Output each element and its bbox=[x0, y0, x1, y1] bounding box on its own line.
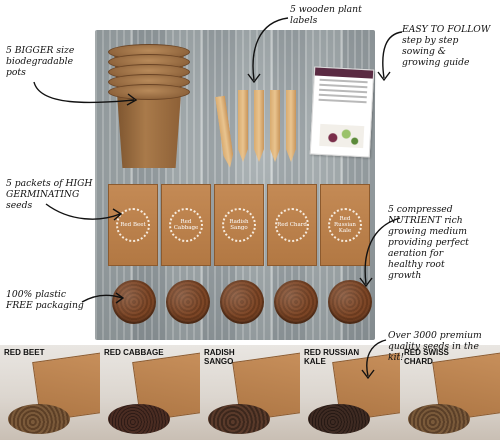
tile-label: RED CABBAGE bbox=[104, 348, 164, 357]
callout-seeds: 5 packets of HIGH GERMINATING seeds bbox=[6, 178, 92, 211]
callout-line: labels bbox=[290, 15, 318, 26]
callout-line: pots bbox=[6, 67, 26, 78]
tile-label-line: RED SWISS bbox=[404, 348, 449, 357]
arrow-icon bbox=[247, 17, 289, 84]
seed-tile-red-beet: RED BEET bbox=[0, 345, 100, 440]
packet-emblem: Red Beet bbox=[116, 208, 150, 242]
tile-label-line: RED BEET bbox=[4, 348, 45, 357]
soil-disc bbox=[166, 280, 210, 324]
callout-line: EASY TO FOLLOW bbox=[402, 24, 491, 35]
callout-line: 5 BIGGER size bbox=[6, 45, 75, 56]
callout-line: biodegradable bbox=[6, 56, 74, 67]
packet-emblem: Radish Sango bbox=[222, 208, 256, 242]
wooden-plant-labels bbox=[220, 90, 300, 165]
soil-disc bbox=[328, 280, 372, 324]
seed-packet: Red Chard bbox=[267, 184, 317, 266]
callout-line: kit! bbox=[388, 352, 404, 363]
packet-name: Red Russian Kale bbox=[334, 216, 356, 234]
callout-line: seeds bbox=[6, 200, 33, 211]
peat-pot-rim bbox=[108, 84, 190, 100]
callout-line: healthy root bbox=[388, 259, 445, 270]
guide-text-line bbox=[319, 83, 368, 89]
wooden-label bbox=[270, 90, 280, 162]
seed-packet: Red Beet bbox=[108, 184, 158, 266]
tile-label: RED RUSSIAN KALE bbox=[304, 348, 359, 366]
growing-guide-card bbox=[309, 66, 375, 158]
callout-packaging: 100% plastic FREE packaging bbox=[6, 289, 84, 311]
callout-line: sowing & bbox=[402, 46, 446, 57]
wooden-label bbox=[254, 90, 264, 162]
seed-pile bbox=[408, 404, 470, 434]
callout-line: 100% plastic bbox=[6, 289, 66, 300]
tile-label: RADISH SANGO bbox=[204, 348, 235, 366]
callout-pots: 5 BIGGER size biodegradable pots bbox=[6, 45, 74, 78]
tile-label: RED SWISS CHARD bbox=[404, 348, 449, 366]
packet-name: Red Chard bbox=[277, 222, 307, 228]
tile-label-line: KALE bbox=[304, 357, 326, 366]
tile-label-line: RED CABBAGE bbox=[104, 348, 164, 357]
callout-nutrient: 5 compressed NUTRIENT rich growing mediu… bbox=[388, 204, 469, 281]
tile-label-line: RADISH bbox=[204, 348, 235, 357]
soil-discs bbox=[112, 280, 376, 330]
arrow-icon bbox=[361, 339, 387, 380]
arrow-icon bbox=[33, 81, 138, 106]
peat-pots-stack bbox=[108, 44, 190, 172]
seed-packet: Radish Sango bbox=[214, 184, 264, 266]
callout-labels: 5 wooden plant labels bbox=[290, 4, 362, 26]
packet-name: Red Cabbage bbox=[173, 219, 199, 231]
arrow-icon bbox=[359, 217, 401, 288]
soil-disc bbox=[220, 280, 264, 324]
guide-sprouts-photo bbox=[319, 123, 365, 149]
tile-label-line: SANGO bbox=[204, 357, 234, 366]
callout-line: growing guide bbox=[402, 57, 470, 68]
guide-text-line bbox=[318, 98, 367, 104]
packet-emblem: Red Chard bbox=[275, 208, 309, 242]
callout-line: growing medium bbox=[388, 226, 467, 237]
wooden-label bbox=[238, 90, 248, 162]
seed-pile bbox=[208, 404, 270, 434]
seed-tile-red-russian-kale: RED RUSSIAN KALE bbox=[300, 345, 400, 440]
seed-tile-radish-sango: RADISH SANGO bbox=[200, 345, 300, 440]
seed-pile bbox=[8, 404, 70, 434]
guide-text-line bbox=[319, 88, 368, 94]
packet-name: Red Beet bbox=[120, 222, 146, 228]
guide-text-line bbox=[319, 78, 368, 84]
callout-line: 5 packets of HIGH bbox=[6, 178, 93, 189]
packet-emblem: Red Russian Kale bbox=[328, 208, 362, 242]
tile-label: RED BEET bbox=[4, 348, 44, 357]
callout-line: aeration for bbox=[388, 248, 444, 259]
seed-packet: Red Russian Kale bbox=[320, 184, 370, 266]
tile-label-line: RED RUSSIAN bbox=[304, 348, 360, 357]
callout-line: quality seeds in the bbox=[388, 341, 479, 352]
soil-disc bbox=[274, 280, 318, 324]
seed-packet: Red Cabbage bbox=[161, 184, 211, 266]
soil-disc bbox=[112, 280, 156, 324]
callout-line: Over 3000 premium bbox=[388, 330, 482, 341]
wooden-label bbox=[286, 90, 296, 162]
callout-line: step by step bbox=[402, 35, 459, 46]
callout-line: FREE packaging bbox=[6, 300, 84, 311]
packet-emblem: Red Cabbage bbox=[169, 208, 203, 242]
packet-name: Radish Sango bbox=[229, 219, 249, 231]
seed-packets: Red Beet Red Cabbage Radish Sango Red Ch… bbox=[108, 184, 372, 268]
callout-line: 5 wooden plant bbox=[290, 4, 362, 15]
callout-guide: EASY TO FOLLOW step by step sowing & gro… bbox=[402, 24, 490, 68]
guide-text-line bbox=[318, 93, 367, 99]
callout-line: providing perfect bbox=[388, 237, 469, 248]
arrow-icon bbox=[45, 203, 123, 221]
seed-closeup-strip: RED BEET RED CABBAGE RADISH SANGO RED RU… bbox=[0, 345, 500, 440]
seed-tile-red-swiss-chard: RED SWISS CHARD bbox=[400, 345, 500, 440]
arrow-icon bbox=[377, 31, 403, 82]
tile-label-line: CHARD bbox=[404, 357, 433, 366]
callout-line: growth bbox=[388, 270, 422, 281]
seed-tile-red-cabbage: RED CABBAGE bbox=[100, 345, 200, 440]
callout-line: NUTRIENT rich bbox=[388, 215, 463, 226]
callout-premium: Over 3000 premium quality seeds in the k… bbox=[388, 330, 482, 363]
guide-header-band bbox=[314, 67, 374, 79]
seed-pile bbox=[308, 404, 370, 434]
arrow-icon bbox=[81, 292, 125, 304]
callout-line: GERMINATING bbox=[6, 189, 80, 200]
seed-pile bbox=[108, 404, 170, 434]
callout-line: 5 compressed bbox=[388, 204, 453, 215]
